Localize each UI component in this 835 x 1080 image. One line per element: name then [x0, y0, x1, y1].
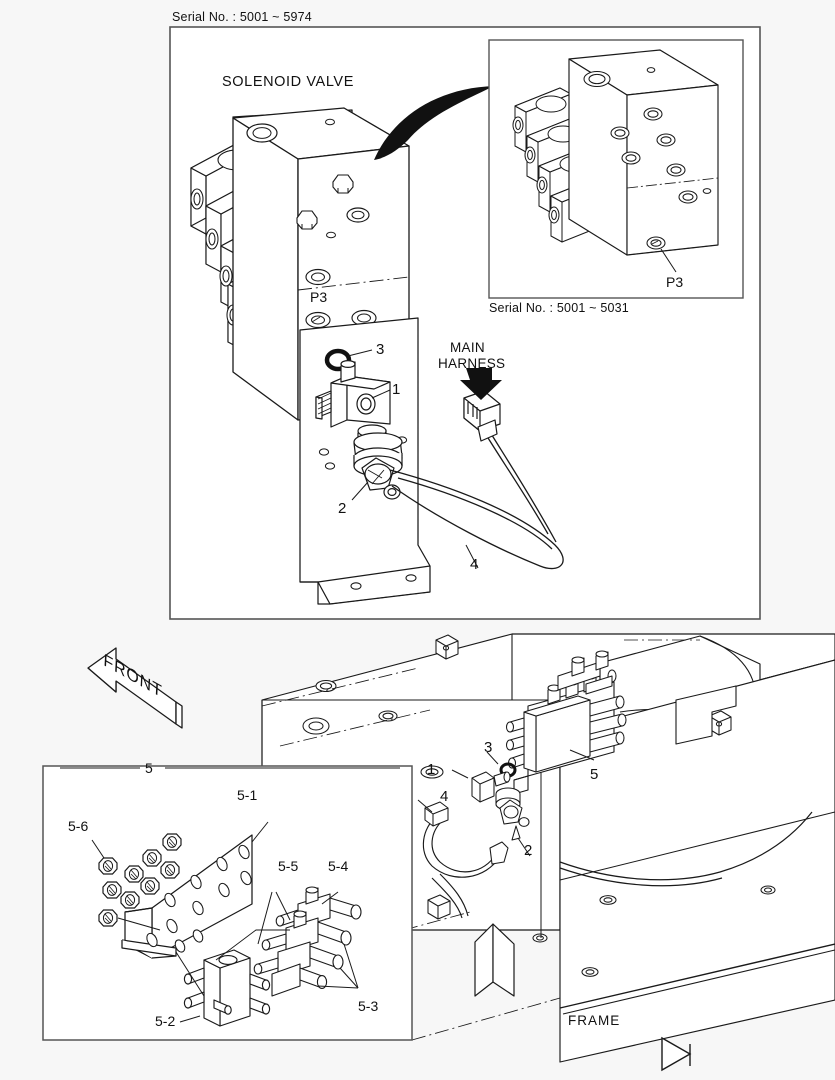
callout-2-lower: 2 — [524, 842, 533, 859]
callout-1-lower: 1 — [427, 761, 436, 778]
solenoid-valve-title: SOLENOID VALVE — [222, 74, 354, 90]
frame-label: FRAME — [568, 1013, 621, 1028]
detail-callout-5-6: 5-6 — [68, 818, 89, 834]
callout-4-top: 4 — [470, 556, 479, 573]
detail-callout-5-5: 5-5 — [278, 858, 299, 874]
detail-callout-5-4: 5-4 — [328, 858, 349, 874]
callout-5-lower: 5 — [590, 766, 599, 783]
detail-callout-5-2: 5-2 — [155, 1013, 176, 1029]
callout-2-top: 2 — [338, 500, 347, 517]
callout-4-lower: 4 — [440, 788, 449, 805]
callout-1-top: 1 — [392, 381, 401, 398]
detail-callout-5-1: 5-1 — [237, 787, 258, 803]
main-harness-label-line1: MAIN — [450, 340, 485, 355]
detail-group-label-5: 5 — [145, 760, 153, 776]
port-label-p3-main: P3 — [310, 289, 328, 305]
port-label-p3-inset: P3 — [666, 274, 684, 290]
inset-serial-label: Serial No. : 5001 ~ 5031 — [489, 301, 629, 315]
top-serial-label: Serial No. : 5001 ~ 5974 — [172, 10, 312, 24]
main-harness-label-line2: HARNESS — [438, 356, 506, 371]
callout-3-lower: 3 — [484, 739, 493, 756]
callout-3-top: 3 — [376, 341, 385, 358]
detail-callout-5-3: 5-3 — [358, 998, 379, 1014]
